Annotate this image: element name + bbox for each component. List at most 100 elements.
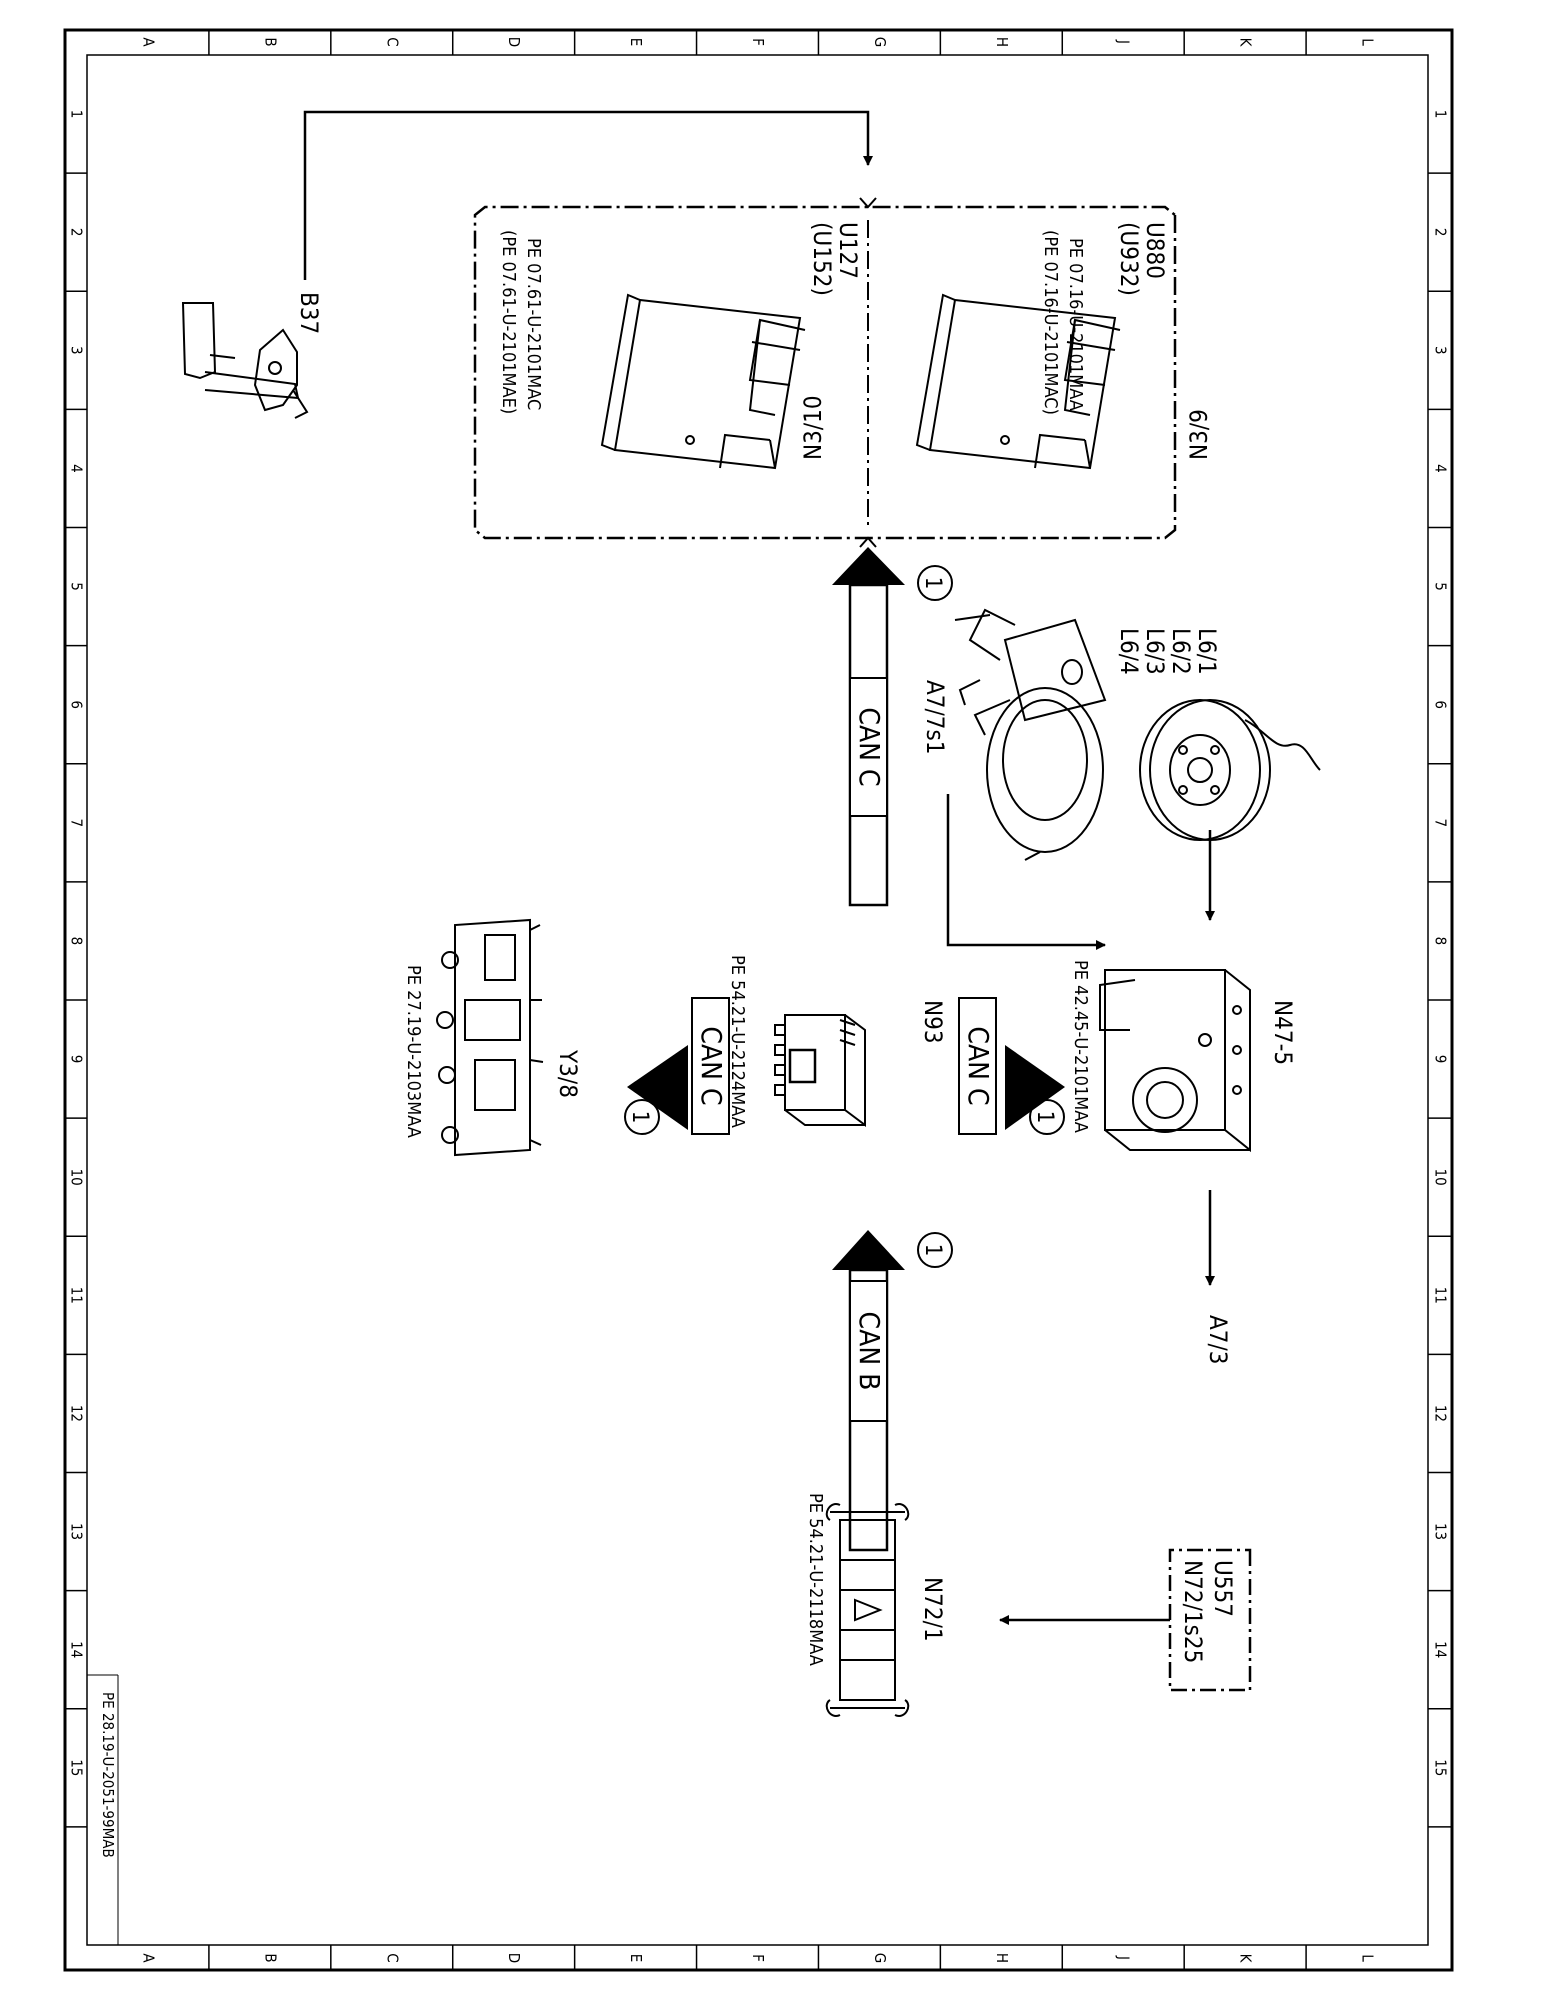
l6-3-label: L6/3	[1141, 628, 1169, 675]
grid-row-label: 6	[68, 700, 86, 709]
grid-row-label: 7	[1432, 819, 1450, 828]
grid-row-label: 4	[68, 464, 86, 473]
grid-column-label: G	[871, 37, 889, 47]
can-b-label-box	[849, 1280, 888, 1422]
grid-row-label: 8	[1432, 937, 1450, 946]
pedal-icon	[181, 302, 309, 419]
grid-column-label: D	[505, 37, 523, 47]
grid-row-label: 2	[1432, 228, 1450, 237]
gateway-module-icon	[774, 1014, 866, 1127]
grid-column-label: F	[749, 38, 767, 46]
grid-column-label: E	[627, 38, 645, 47]
u880-label: U880	[1141, 222, 1169, 279]
grid-column-label: H	[993, 1953, 1011, 1963]
grid-column-label: K	[1237, 1954, 1255, 1964]
can-c-label-box	[691, 997, 730, 1135]
can-b-arrowhead	[832, 1230, 905, 1270]
u932-label: (U932)	[1115, 222, 1143, 296]
n72-1-upper-control-panel: N72/1 PE 54.21-U-2118MAA	[805, 1493, 947, 1717]
ecu-module-icon	[915, 293, 1121, 470]
can-c-label-box	[849, 677, 888, 817]
ecu-group-notch	[859, 197, 877, 209]
grid-row-label: 10	[1432, 1169, 1450, 1186]
l6-2-label: L6/2	[1167, 628, 1195, 675]
grid-column-label: E	[627, 1954, 645, 1963]
grid-row-label: 5	[1432, 582, 1450, 591]
a7-3-label: A7/3	[1204, 1315, 1232, 1365]
grid-row-label: 10	[68, 1169, 86, 1186]
grid-column-label: B	[261, 1953, 279, 1962]
can-c-bus-to-y3-8: CAN C 1	[624, 997, 817, 1135]
network-marker-circle	[917, 1232, 953, 1268]
ecu-group-notch	[859, 536, 877, 548]
grid-row-label: 12	[68, 1405, 86, 1422]
n93-central-gateway: N93 PE 54.21-U-2124MAA	[727, 955, 947, 1128]
l6-1-label: L6/1	[1193, 628, 1221, 675]
can-c-bus-bar	[788, 1048, 817, 1084]
grid-row-label: 12	[1432, 1405, 1450, 1422]
grid-column-label: L	[1359, 38, 1377, 46]
n72-1s25-label: N72/1s25	[1179, 1560, 1207, 1663]
grid-column-label: A	[139, 37, 157, 47]
can-b-bus-to-gateway: CAN B 1	[832, 1230, 953, 1552]
n72-1-label: N72/1	[919, 1577, 947, 1642]
b37-to-ecu-connector	[303, 110, 873, 280]
grid-row-label: 1	[68, 110, 86, 119]
can-c-arrowhead	[1005, 1045, 1065, 1130]
can-c-label: CAN C	[962, 1026, 995, 1105]
grid-column-label: B	[261, 37, 279, 46]
grid-column-label: K	[1237, 38, 1255, 48]
u557-label: U557	[1209, 1560, 1237, 1617]
ecu-module-icon	[600, 293, 806, 470]
y3-8-transmission-control: Y3/8 PE 27.19-U-2103MAA	[403, 918, 582, 1157]
a7-7s1-brake-booster: A7/7s1	[921, 608, 1107, 861]
grid-row-label: 3	[68, 346, 86, 355]
u152-label: (U152)	[808, 222, 836, 296]
engine-control-unit-group: U880 (U932) PE 07.16-U-2101MAA (PE 07.16…	[473, 197, 1213, 548]
grid-row-label: 13	[68, 1523, 86, 1540]
grid-column-label: J	[1115, 39, 1133, 44]
pe-ref-n72-1: PE 54.21-U-2118MAA	[805, 1493, 826, 1666]
grid-row-label: 11	[68, 1287, 86, 1304]
can-c-bus-to-abs: CAN C 1	[958, 997, 1065, 1135]
sheet-frame	[63, 28, 1454, 1972]
pe-ref-y3-8: PE 27.19-U-2103MAA	[403, 965, 424, 1138]
a7-7s1-label: A7/7s1	[921, 680, 949, 755]
can-c-arrowhead	[832, 547, 905, 585]
network-marker: 1	[920, 577, 945, 590]
grid-column-label: J	[1115, 1955, 1133, 1960]
grid-row-label: 9	[1432, 1055, 1450, 1064]
n93-label: N93	[919, 1000, 947, 1044]
b37-label: B37	[295, 292, 323, 334]
can-b-label: CAN B	[853, 1312, 886, 1391]
grid-column-label: L	[1359, 1954, 1377, 1962]
grid-column-label: F	[749, 1954, 767, 1962]
abs-unit-icon	[1099, 969, 1251, 1153]
grid-row-label: 1	[1432, 110, 1450, 119]
grid-row-label: 6	[1432, 700, 1450, 709]
brake-booster-icon	[954, 608, 1107, 861]
pe-ref-n3-10: PE 07.61-U-2101MAC	[523, 238, 544, 410]
b37-accelerator-pedal-sensor: B37	[181, 292, 323, 419]
grid-column-label: C	[383, 1953, 401, 1962]
ecu-group-outline	[473, 205, 1177, 540]
can-c-bus-to-ecu: CAN C 1	[832, 547, 953, 907]
l6-4-label: L6/4	[1115, 628, 1143, 675]
can-c-arrowhead	[627, 1045, 688, 1130]
grid-column-label: H	[993, 37, 1011, 47]
grid-row-label: 4	[1432, 464, 1450, 473]
u557-switch-group: U557 N72/1s25	[1168, 1548, 1252, 1692]
pe-ref-n93: PE 54.21-U-2124MAA	[727, 955, 748, 1128]
document-reference: PE 28.19-U-2051-99MAB	[99, 1692, 117, 1858]
wheel-sensor-icon	[1139, 699, 1321, 841]
pe-ref-n3-10-alt: (PE 07.61-U-2101MAE)	[498, 230, 519, 414]
grid-row-label: 11	[1432, 1287, 1450, 1304]
grid-row-label: 3	[1432, 346, 1450, 355]
grid-row-label: 15	[1432, 1759, 1450, 1776]
n3-9-label: N3/9	[1185, 409, 1213, 460]
grid-row-label: 13	[1432, 1523, 1450, 1540]
n47-5-esp-control-unit: N47-5 PE 42.45-U-2101MAA	[1070, 960, 1297, 1153]
pe-ref-n3-9-alt: (PE 07.16-U-2101MAC)	[1040, 230, 1061, 415]
